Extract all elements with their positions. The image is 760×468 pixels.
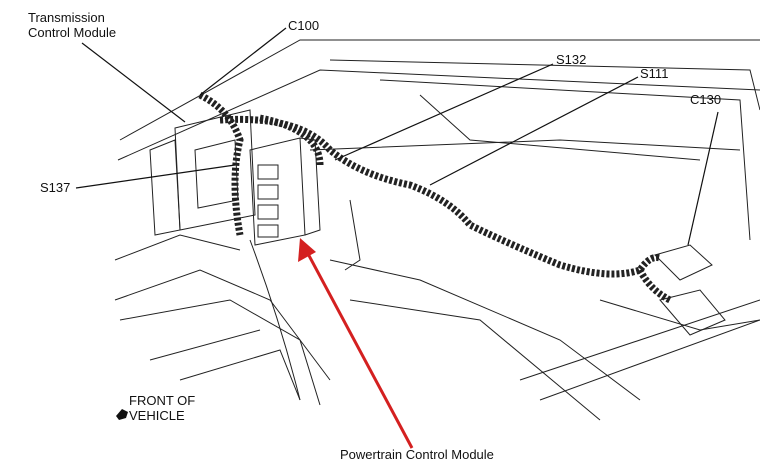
label-front-line1: FRONT OF [129,393,196,408]
label-tcm-line2: Control Module [28,25,117,40]
label-tcm-line1: Transmission [28,10,105,25]
pcm-red-arrow [298,238,414,449]
label-c100: C100 [288,18,320,33]
label-front-of-vehicle: FRONT OF VEHICLE [129,393,195,423]
label-s132: S132 [556,52,587,67]
vehicle-body-outline [114,39,760,421]
leader-lines [75,27,719,246]
label-powertrain-control-module: Powertrain Control Module [340,447,494,462]
label-s111: S111 [640,66,669,81]
wiring-harness [198,91,672,304]
label-s137: S137 [40,180,71,195]
label-front-line2: VEHICLE [129,408,185,423]
c130-connector-shape [654,244,713,281]
powertrain-control-module-shape [249,137,321,246]
front-direction-arrow-icon [116,409,128,420]
label-c130: C130 [690,92,722,107]
transmission-control-module-shape [149,109,256,236]
label-transmission-control-module: Transmission Control Module [28,10,116,40]
